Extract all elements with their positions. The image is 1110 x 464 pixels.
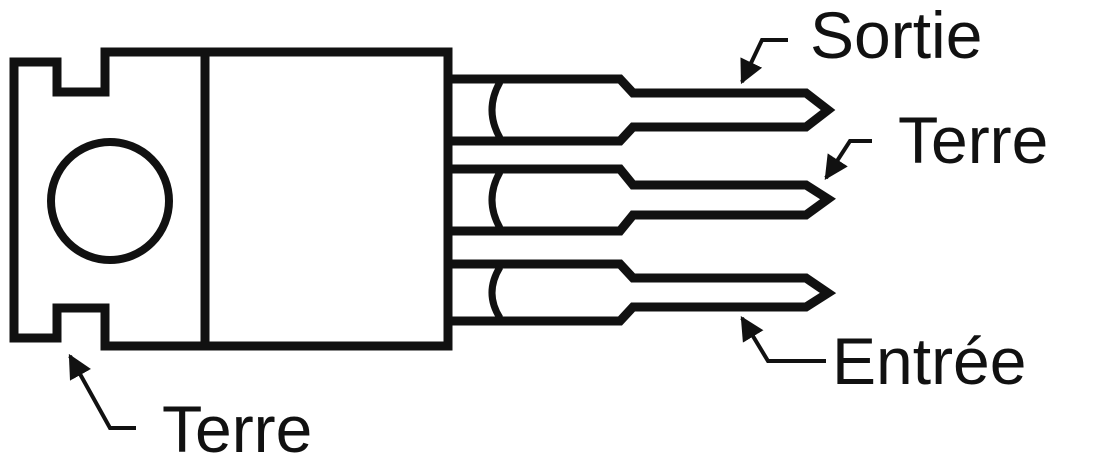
package-body [9,47,453,351]
mounting-hole [47,138,173,264]
arrow-output-icon [740,38,788,85]
label-input: Entrée [832,324,1026,398]
label-ground-pin: Terre [898,103,1048,177]
arrow-ground-tab-icon [68,353,136,430]
arrow-ground-pin-icon [824,139,872,181]
pin-input [448,259,837,326]
pin-ground [448,164,836,236]
arrow-input-icon [740,315,826,363]
pin-output [448,74,836,146]
label-ground-tab: Terre [162,392,312,464]
label-output: Sortie [810,0,982,72]
